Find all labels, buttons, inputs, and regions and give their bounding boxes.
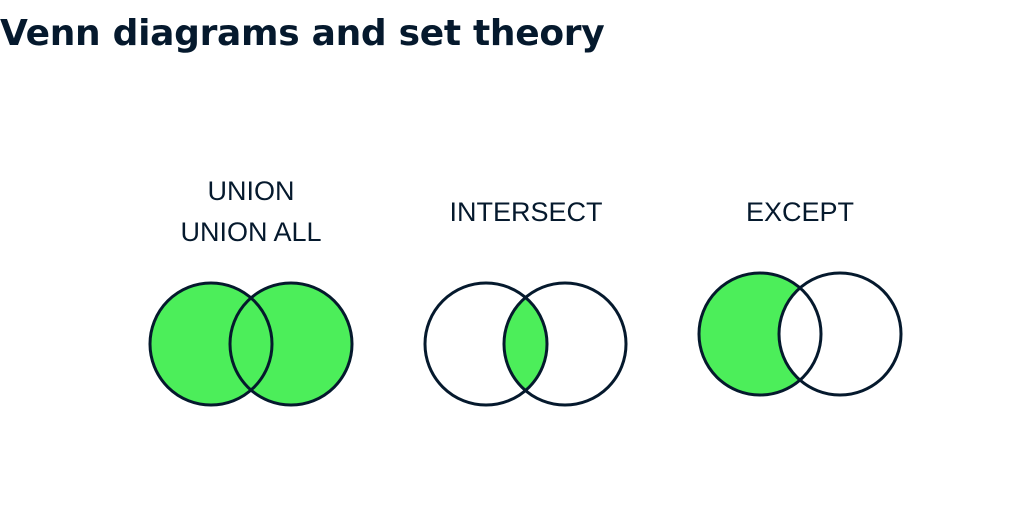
except-label: EXCEPT [680, 192, 920, 233]
except-left-circle [697, 271, 823, 397]
intersect-label-line-1: INTERSECT [449, 197, 603, 227]
intersect-overlap-fill [504, 283, 547, 405]
intersect-left-circle [423, 281, 549, 407]
union-venn-diagram [148, 281, 354, 407]
except-venn-diagram [697, 271, 903, 397]
union-fill [150, 283, 352, 405]
except-label-line-1: EXCEPT [745, 197, 855, 227]
intersect-venn-diagram [423, 281, 628, 407]
union-label: UNION UNION ALL [131, 171, 371, 253]
except-left-only-fill [699, 273, 821, 395]
intersect-right-circle [502, 281, 628, 407]
union-right-circle [228, 281, 354, 407]
page-title: Venn diagrams and set theory [0, 13, 605, 54]
except-right-circle [777, 271, 903, 397]
intersect-label: INTERSECT [406, 192, 646, 233]
union-label-line-1: UNION [207, 176, 295, 206]
union-label-line-2: UNION ALL [180, 217, 322, 247]
union-left-circle [148, 281, 274, 407]
